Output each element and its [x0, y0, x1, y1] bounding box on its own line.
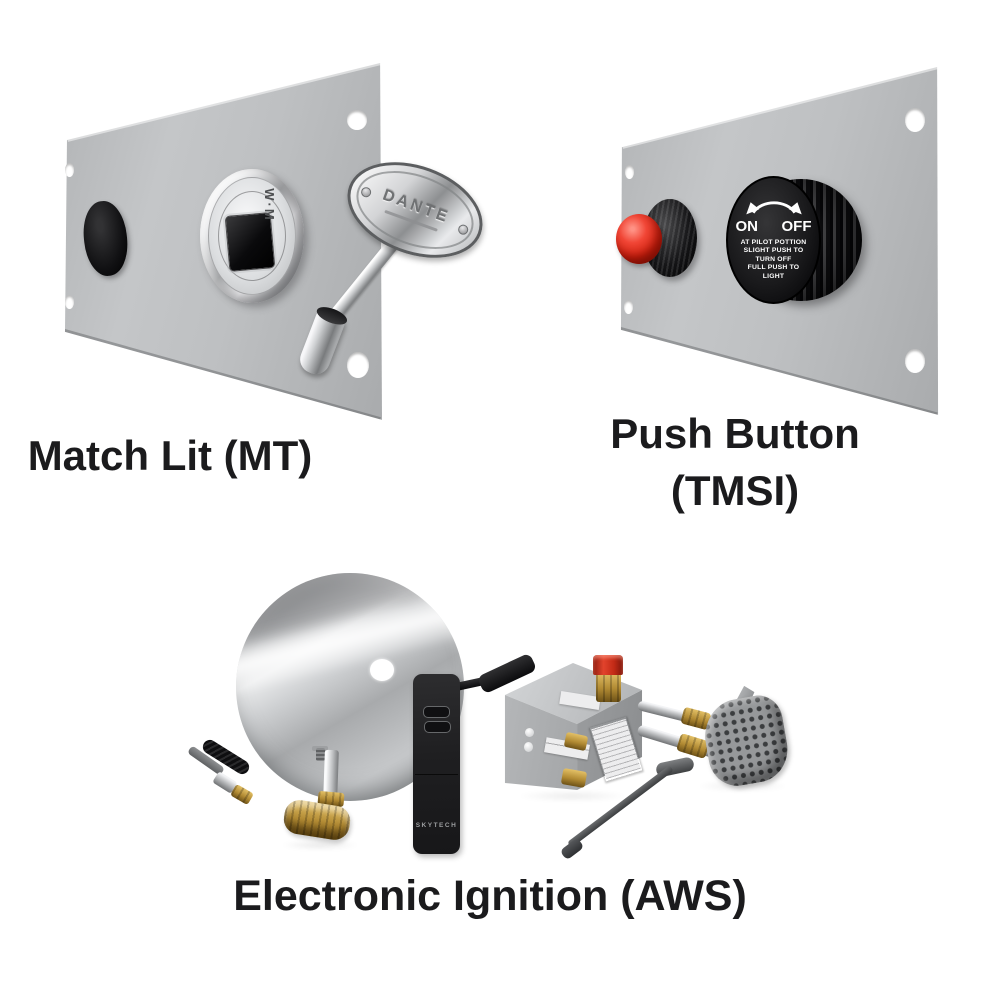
panel-top-bevel	[622, 67, 939, 149]
knob-instruction-line: AT PILOT POTTION	[740, 239, 807, 246]
knob-instruction-line: LIGHT	[762, 272, 785, 280]
push-button-caption-line1: Push Button	[610, 410, 860, 457]
box-knob-dot	[524, 742, 533, 752]
mounting-hole	[347, 110, 367, 130]
t-handle-tip	[559, 837, 585, 861]
mounting-hole	[905, 349, 925, 373]
panel-top-bevel	[67, 63, 381, 142]
knob-off-label: OFF	[781, 218, 812, 235]
shadow	[695, 780, 790, 792]
remote-brand-text: SKYTECH	[413, 822, 460, 829]
flange-engraved-ring	[218, 191, 286, 281]
remote-control: SKYTECH	[413, 674, 460, 854]
valve-control-box	[503, 655, 644, 793]
shadow	[515, 790, 630, 802]
match-lit-caption: Match Lit (MT)	[20, 432, 320, 480]
knob-instruction-line: FULL PUSH TO	[747, 264, 800, 272]
knob-instructions: AT PILOT POTTION SLIGHT PUSH TO TURN OFF…	[741, 239, 807, 281]
electronic-ignition-product-image[interactable]: SKYTECH Electronic Ignition (AWS)	[130, 560, 870, 960]
red-cap	[593, 655, 623, 675]
push-button-product-image[interactable]: ON OFF AT PILOT POTTION SLIGHT PUSH TO T…	[580, 40, 980, 520]
mounting-hole	[65, 295, 74, 309]
match-lit-caption-text: Match Lit (MT)	[27, 432, 313, 479]
pilot-burner-mesh	[699, 691, 793, 791]
mounting-hole	[625, 165, 634, 179]
pan-hole	[370, 659, 394, 681]
knob-instruction-line: TURN OFF	[755, 255, 792, 263]
electronic-ignition-caption: Electronic Ignition (AWS)	[140, 872, 840, 921]
valve-brand-text: W·M	[262, 188, 278, 222]
push-button-caption-line2: (TMSI)	[670, 467, 800, 514]
mounting-hole	[624, 300, 633, 314]
control-knob-face: ON OFF AT PILOT POTTION SLIGHT PUSH TO T…	[726, 176, 821, 304]
knob-on-label: ON	[735, 218, 759, 235]
remote-brand-label: SKYTECH	[415, 822, 458, 829]
match-lit-product-image[interactable]: W·M DANTE Match Lit (MT)	[20, 40, 500, 500]
inlet-fitting	[596, 672, 621, 702]
electronic-ignition-caption-text: Electronic Ignition (AWS)	[233, 872, 747, 920]
knob-on-off-row: ON OFF	[736, 218, 812, 235]
pan-stud-thread	[316, 748, 325, 761]
remote-off-button	[424, 721, 451, 733]
remote-on-button	[423, 706, 450, 718]
valve-brand-mark: W·M	[248, 185, 292, 225]
knob-instruction-line: SLIGHT PUSH TO	[743, 247, 804, 255]
shadow	[280, 840, 360, 850]
mounting-hole	[905, 108, 925, 132]
push-button-caption: Push Button (TMSI)	[585, 405, 885, 519]
box-knob-dot	[525, 728, 534, 737]
mounting-hole	[347, 352, 369, 378]
red-igniter-button	[616, 214, 662, 264]
gas-valve-flange	[200, 169, 304, 303]
hose-brass-nut	[230, 783, 254, 806]
panel-bottom-shade	[620, 327, 938, 415]
rotate-arrow-icon	[745, 201, 802, 215]
mounting-hole	[65, 163, 74, 177]
remote-seam	[415, 774, 458, 775]
